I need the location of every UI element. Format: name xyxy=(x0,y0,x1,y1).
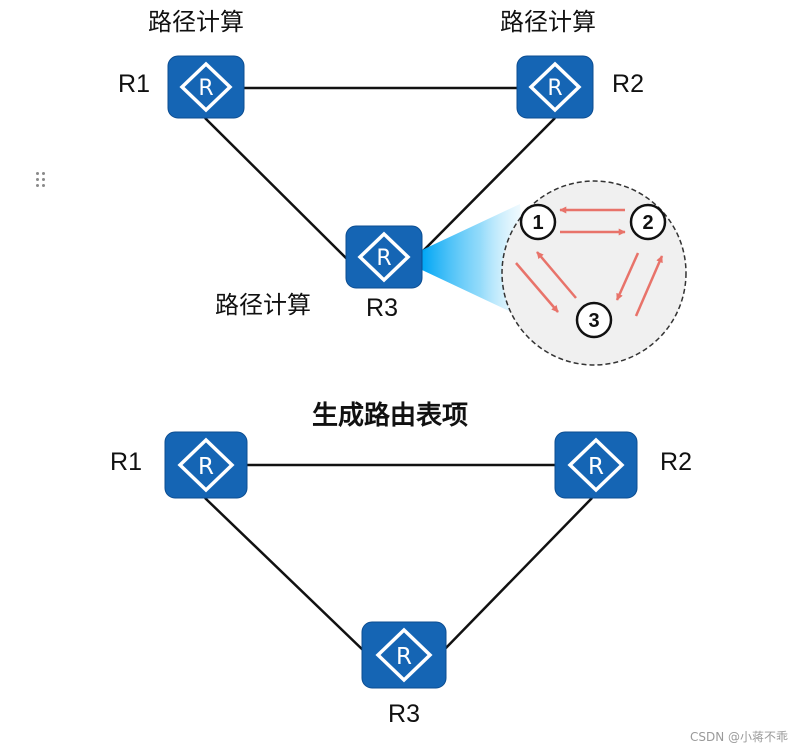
router-r2-bottom: R xyxy=(554,431,638,499)
svg-text:R: R xyxy=(376,246,391,271)
svg-text:3: 3 xyxy=(588,310,599,332)
svg-text:R: R xyxy=(198,76,213,101)
process-node-3: 3 xyxy=(575,301,613,339)
router-r2-top: R xyxy=(516,55,594,119)
router-icon xyxy=(177,437,235,493)
link-r2-r3-bottom xyxy=(441,497,593,653)
router-icon xyxy=(179,61,233,113)
router-icon xyxy=(567,437,625,493)
router-icon xyxy=(375,627,433,683)
r3-task-label: 路径计算 xyxy=(215,291,311,319)
router-icon xyxy=(357,231,411,283)
link-r2-r3-top xyxy=(417,117,556,257)
svg-text:1: 1 xyxy=(532,212,543,234)
computation-beam xyxy=(422,204,528,320)
drag-handle-icon[interactable] xyxy=(36,172,48,192)
router-r3-top: R xyxy=(345,225,423,289)
bottom-title: 生成路由表项 xyxy=(312,400,468,431)
top-network: 1 2 3 R R R 路径计算 路径计算 路径计算 R1 xyxy=(118,8,687,366)
r2-task-label: 路径计算 xyxy=(500,8,596,36)
router-r1-top: R xyxy=(167,55,245,119)
r1-task-label: 路径计算 xyxy=(148,8,244,36)
svg-text:R: R xyxy=(396,644,412,670)
svg-text:2: 2 xyxy=(642,212,653,234)
process-arrows xyxy=(515,206,664,317)
link-r1-r3-bottom xyxy=(204,497,366,653)
router-r3-bottom: R xyxy=(361,621,447,689)
r2-name-bottom: R2 xyxy=(660,448,692,476)
svg-text:R: R xyxy=(588,454,604,480)
svg-text:R: R xyxy=(198,454,214,480)
r1-name-bottom: R1 xyxy=(110,448,142,476)
link-r1-r3-top xyxy=(204,117,351,263)
router-r1-bottom: R xyxy=(164,431,248,499)
router-icon xyxy=(528,61,582,113)
process-node-2: 2 xyxy=(629,203,667,241)
watermark: CSDN @小蒋不乖 xyxy=(690,730,788,744)
r1-name-top: R1 xyxy=(118,70,150,98)
r3-name-top: R3 xyxy=(366,294,398,322)
r3-name-bottom: R3 xyxy=(388,700,420,728)
r2-name-top: R2 xyxy=(612,70,644,98)
bottom-network: 生成路由表项 R R R R1 R2 R3 xyxy=(110,400,692,728)
process-node-1: 1 xyxy=(519,203,557,241)
svg-text:R: R xyxy=(547,76,562,101)
